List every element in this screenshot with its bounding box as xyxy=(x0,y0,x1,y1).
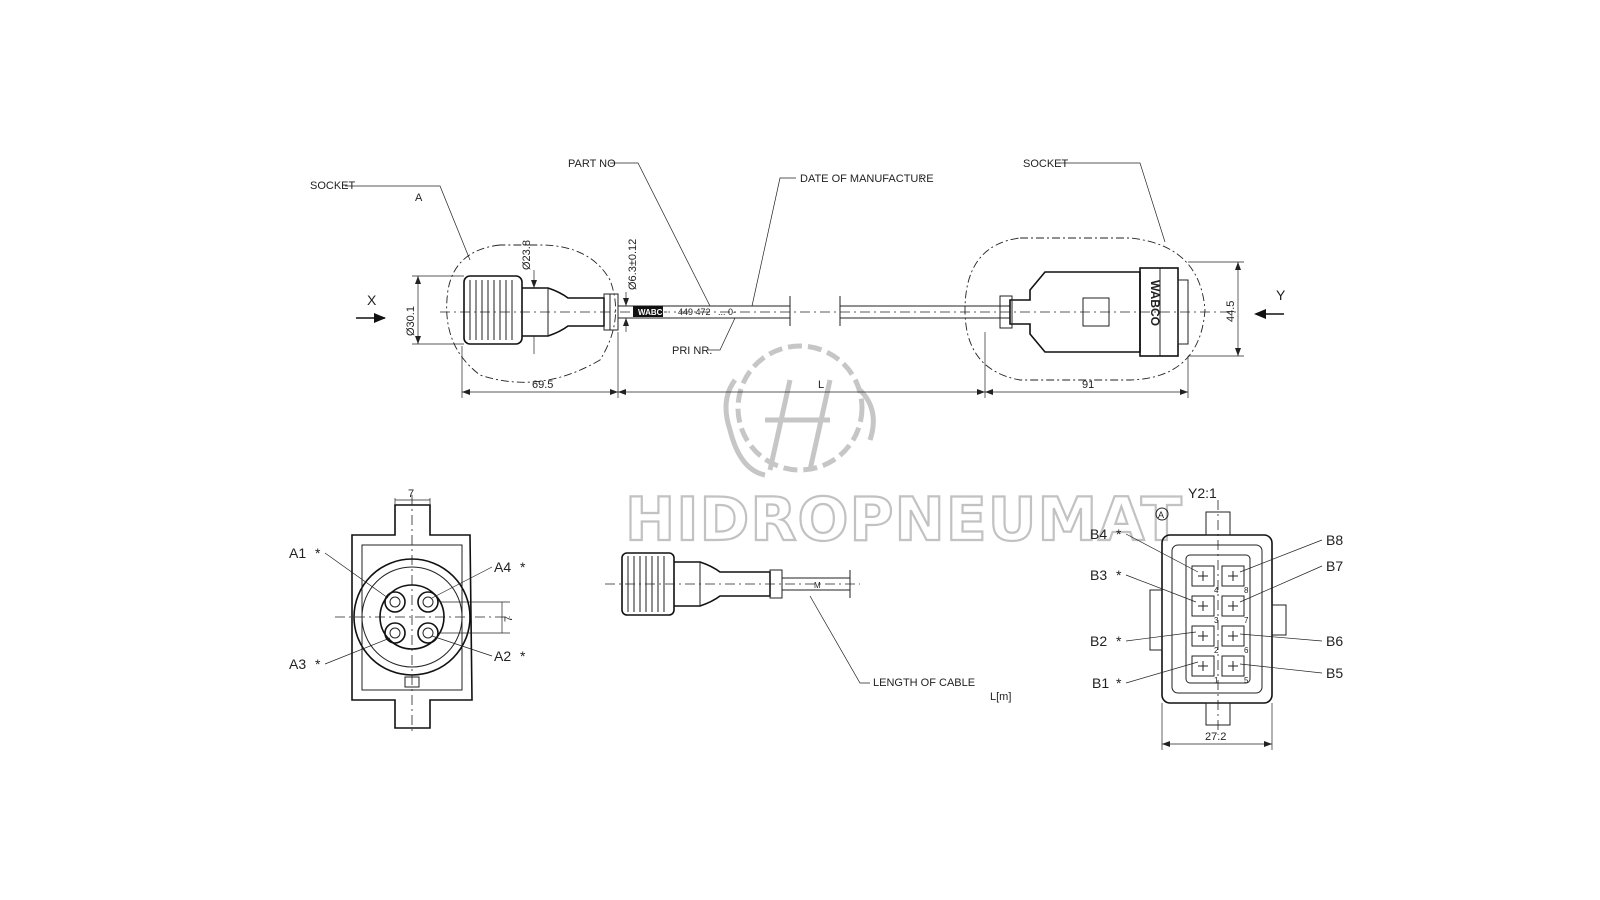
pin-a2-star: * xyxy=(520,648,526,664)
watermark: HIDROPNEUMAT xyxy=(624,343,1183,556)
pin-num-7: 7 xyxy=(1244,616,1249,625)
dim-91: 91 xyxy=(1082,379,1094,391)
pin-b5-label: B5 xyxy=(1326,665,1343,681)
pin-cell-b3 xyxy=(1191,595,1215,617)
watermark-logo xyxy=(723,343,876,478)
view-y-title: Y2:1 xyxy=(1188,485,1217,501)
label-pri-nr: PRI NR. xyxy=(672,345,712,357)
label-date-manufacture: DATE OF MANUFACTURE xyxy=(800,173,934,185)
pin-num-2: 2 xyxy=(1214,646,1219,655)
label-socket-left: SOCKET xyxy=(310,180,356,192)
dim-diameter-30-1: Ø30.1 xyxy=(405,306,417,336)
pin-a3-star: * xyxy=(315,656,321,672)
view-x-label: X xyxy=(367,292,377,308)
pin-num-1: 1 xyxy=(1214,676,1219,685)
pin-b7-label: B7 xyxy=(1326,558,1343,574)
pin-b8-label: B8 xyxy=(1326,532,1343,548)
pin-a4-contact xyxy=(417,591,439,613)
pin-b4-star: * xyxy=(1116,526,1122,542)
dim-69-5: 69.5 xyxy=(532,379,553,391)
left-socket-outline xyxy=(446,244,617,383)
part-number-print: 449 472 xyxy=(678,307,711,317)
pin-num-6: 6 xyxy=(1244,646,1249,655)
view-y-label: Y xyxy=(1276,287,1286,303)
pin-a1-star: * xyxy=(315,545,321,561)
dim-diameter-6-3: Ø6.3±0.12 xyxy=(627,239,639,290)
label-view-a: A xyxy=(415,192,423,204)
marker-a: A xyxy=(1158,510,1164,520)
pin-a4-star: * xyxy=(520,559,526,575)
pin-a2-contact xyxy=(417,622,439,644)
brand-label-socket: WABCO xyxy=(1148,280,1162,326)
watermark-text: HIDROPNEUMAT xyxy=(625,485,1183,555)
pin-num-4: 4 xyxy=(1214,586,1219,595)
left-socket xyxy=(463,275,619,345)
dim-diameter-23-8: Ø23.8 xyxy=(521,240,533,270)
brand-band xyxy=(633,306,663,317)
label-socket-right: SOCKET xyxy=(1023,158,1069,170)
pin-b1-label: B1 xyxy=(1092,675,1109,691)
pin-b2-label: B2 xyxy=(1090,633,1107,649)
right-socket: WABCO xyxy=(999,267,1189,357)
right-socket-outline xyxy=(964,237,1206,381)
part-suffix-print: ... 0- xyxy=(718,307,736,317)
view-y-socket-face: Y2:1 A 4 8 3 7 2 6 1 5 B4 * B3 * xyxy=(1090,485,1343,750)
pin-num-3: 3 xyxy=(1214,616,1219,625)
pin-a4-label: A4 xyxy=(494,559,511,575)
label-lm: L[m] xyxy=(990,691,1011,703)
pin-cell-b6 xyxy=(1221,625,1245,647)
pin-cell-b8 xyxy=(1221,565,1245,587)
pin-a1-contact xyxy=(384,591,406,613)
dim-27-2: 27.2 xyxy=(1205,731,1226,743)
label-date-colon: : xyxy=(920,173,923,185)
label-part-no: PART NO xyxy=(568,158,616,170)
pin-a2-label: A2 xyxy=(494,648,511,664)
pin-num-8: 8 xyxy=(1244,586,1249,595)
dim-44-5: 44.5 xyxy=(1225,301,1237,322)
marker-a-circle xyxy=(1155,507,1169,521)
marker-m: M xyxy=(814,581,821,590)
view-x-socket-face: 7 7 A1 * A4 * A3 * A2 * xyxy=(289,488,526,735)
pin-cell-b4 xyxy=(1191,565,1215,587)
pin-cell-b1 xyxy=(1191,655,1215,677)
pin-b3-star: * xyxy=(1116,567,1122,583)
pin-a3-contact xyxy=(384,622,406,644)
brand-label-cable: WABCO xyxy=(638,308,669,317)
pin-a3-label: A3 xyxy=(289,656,306,672)
pin-cell-b5 xyxy=(1221,655,1245,677)
pin-cell-b7 xyxy=(1221,595,1245,617)
dim-7-side: 7 xyxy=(503,616,515,622)
pin-b4-label: B4 xyxy=(1090,526,1107,542)
dim-l: L xyxy=(818,379,824,391)
top-view-cable-assembly: WABCO 449 472 ... 0- WABCO X Y SOCKET A … xyxy=(310,158,1286,398)
pin-b6-label: B6 xyxy=(1326,633,1343,649)
pin-b3-label: B3 xyxy=(1090,567,1107,583)
dim-7-top: 7 xyxy=(408,488,414,500)
pin-b1-star: * xyxy=(1116,675,1122,691)
side-view-cable: M LENGTH OF CABLE L[m] xyxy=(605,552,1011,703)
pin-cell-b2 xyxy=(1191,625,1215,647)
pin-a1-label: A1 xyxy=(289,545,306,561)
label-length-of-cable: LENGTH OF CABLE xyxy=(873,677,975,689)
pin-b2-star: * xyxy=(1116,633,1122,649)
pin-num-5: 5 xyxy=(1244,676,1249,685)
